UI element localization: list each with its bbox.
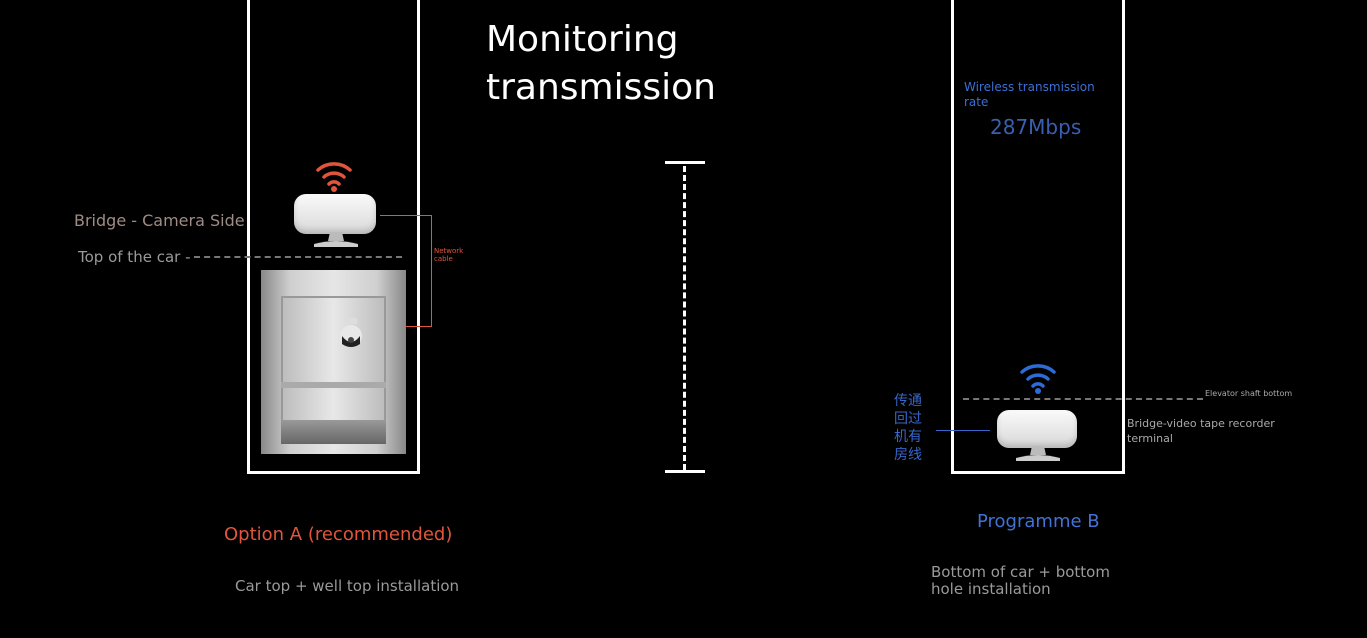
camera-icon xyxy=(340,318,362,347)
wifi-icon-orange xyxy=(316,162,352,192)
elevator-car xyxy=(261,270,406,454)
car-top-dashed-line xyxy=(194,256,402,258)
shaft-bottom-dashed-line xyxy=(963,398,1203,400)
chinese-label-connector xyxy=(936,430,990,431)
option-b-title: Programme B xyxy=(977,511,1100,532)
elevator-handrail xyxy=(281,382,386,388)
elevator-interior xyxy=(281,296,386,444)
elevator-floor xyxy=(281,420,386,444)
option-a-title: Option A (recommended) xyxy=(224,524,453,545)
divider-bottom-cap xyxy=(665,470,705,473)
divider-top-cap xyxy=(665,161,705,164)
recorder-terminal-label: Bridge-video tape recorder terminal xyxy=(1127,417,1275,445)
option-b-description: Bottom of car + bottom hole installation xyxy=(931,563,1110,598)
bridge-camera-device xyxy=(294,194,376,234)
network-cable-label: Network cable xyxy=(434,247,464,263)
divider-dashed-line xyxy=(683,166,686,470)
device-stand-bottom xyxy=(1016,446,1060,461)
chinese-label: 传通回过机有房线 xyxy=(894,393,922,463)
option-a-description: Car top + well top installation xyxy=(235,577,460,595)
bridge-camera-label: Bridge - Camera Side xyxy=(74,211,245,230)
right-shaft xyxy=(951,0,1125,474)
recorder-bridge-device xyxy=(997,410,1077,448)
device-stand xyxy=(314,232,358,247)
car-top-label: Top of the car - xyxy=(78,248,191,266)
wifi-icon-blue xyxy=(1020,364,1056,394)
network-cable-line xyxy=(380,215,432,327)
wireless-rate-label: Wireless transmission rate xyxy=(964,80,1095,109)
left-shaft xyxy=(247,0,420,474)
page-title: Monitoring transmission xyxy=(486,19,716,108)
wireless-rate-value: 287Mbps xyxy=(990,115,1082,139)
shaft-bottom-label: Elevator shaft bottom xyxy=(1205,389,1293,398)
